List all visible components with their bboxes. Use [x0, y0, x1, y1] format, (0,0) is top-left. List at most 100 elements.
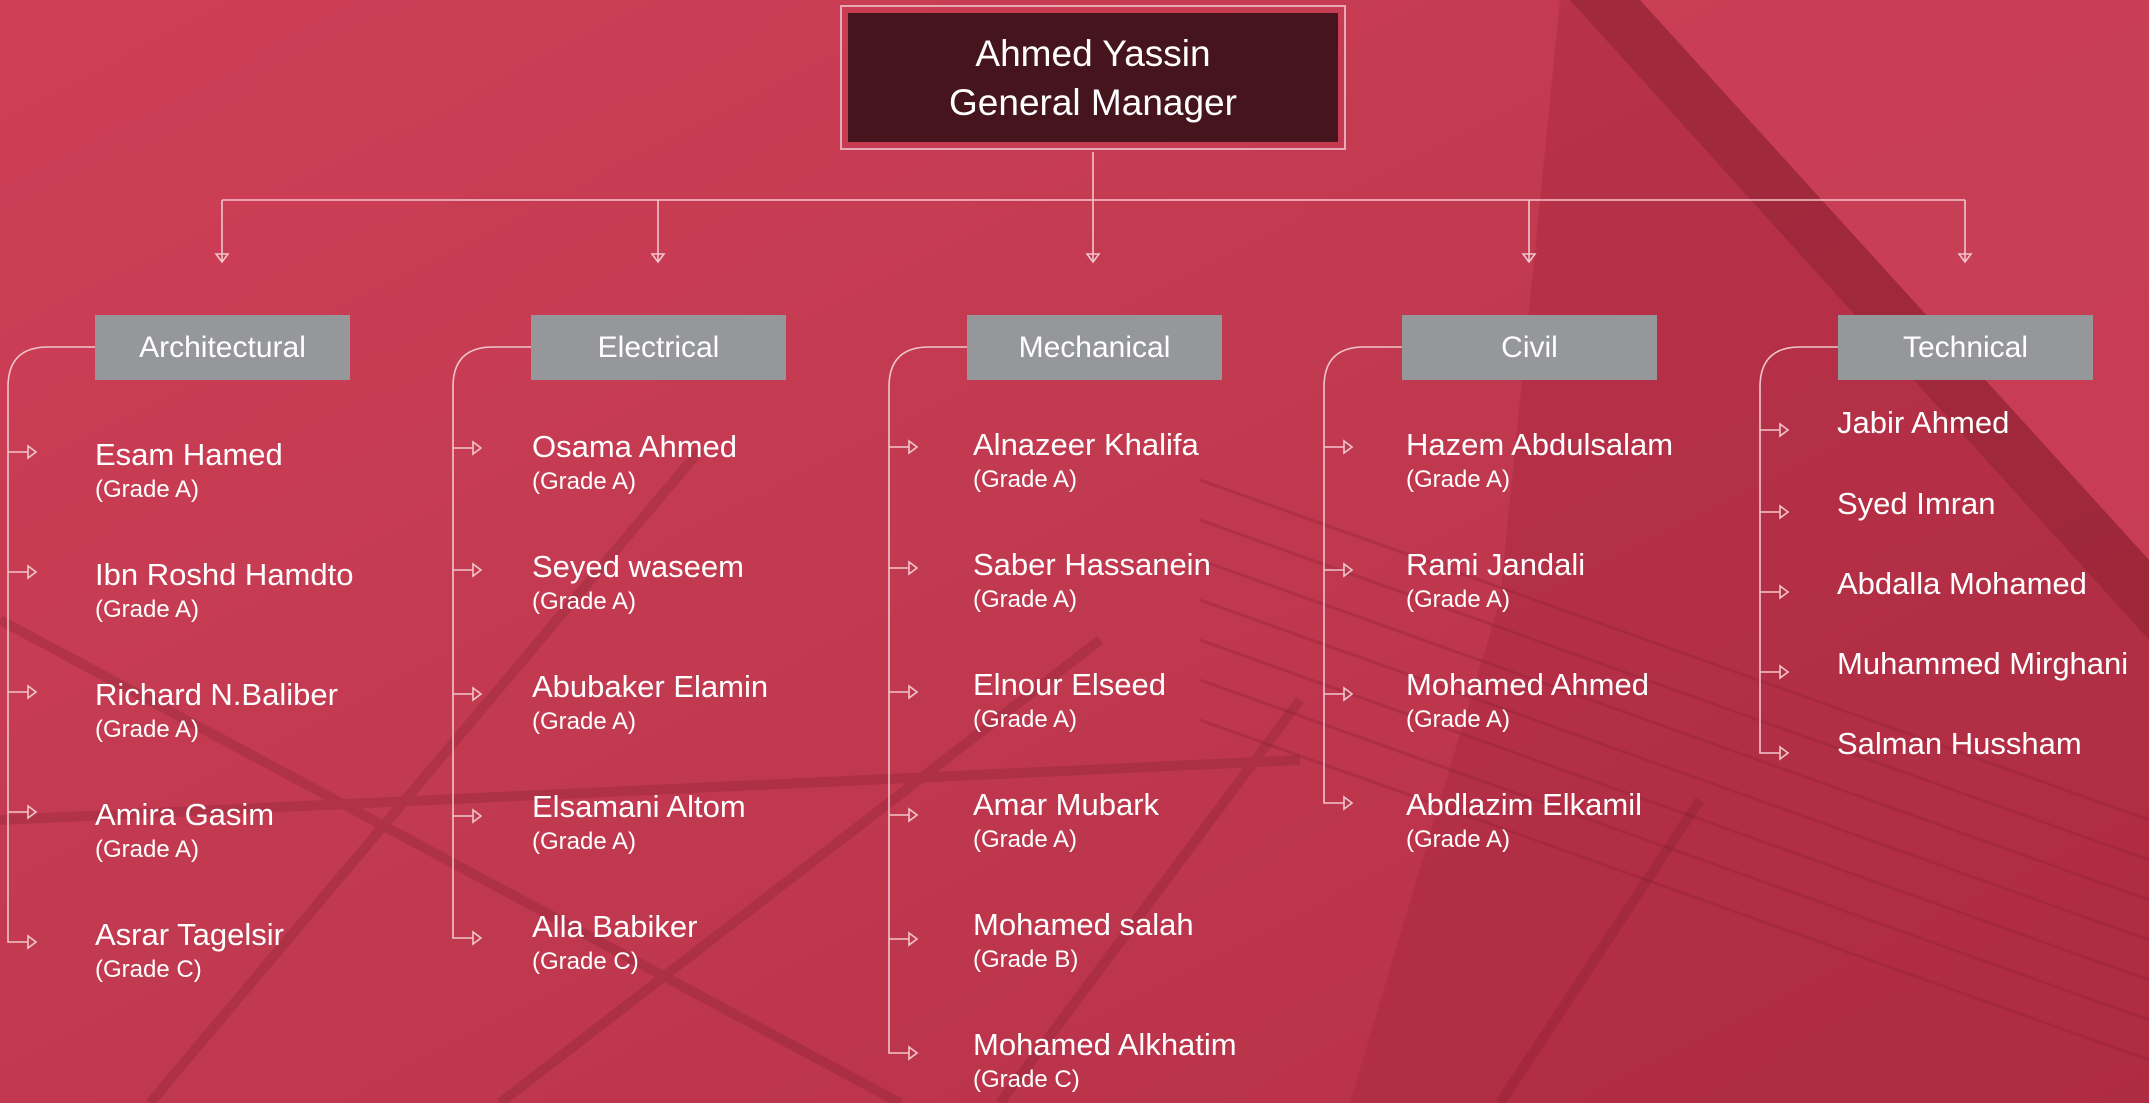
member-arrow-3-2: [908, 560, 919, 576]
member-name: Mohamed salah: [973, 907, 1194, 942]
member-name: Saber Hassanein: [973, 547, 1211, 582]
member-name: Esam Hamed: [95, 437, 283, 472]
member-name: Jabir Ahmed: [1837, 405, 2010, 440]
member-architectural-4: Amira Gasim (Grade A): [95, 796, 274, 866]
member-arrow-3-1: [908, 439, 919, 455]
member-grade: (Grade A): [1406, 586, 1511, 613]
member-name: Seyed waseem: [532, 549, 744, 584]
member-name: Abdalla Mohamed: [1837, 566, 2087, 601]
member-arrow-2-5: [472, 930, 483, 946]
member-grade: (Grade C): [973, 1066, 1080, 1093]
member-grade: (Grade A): [1406, 466, 1511, 493]
member-technical-3: Abdalla Mohamed: [1837, 565, 2087, 603]
member-arrow-3-3: [908, 684, 919, 700]
manager-name: Ahmed Yassin: [975, 32, 1211, 74]
drop-arrow-1: [214, 253, 230, 264]
member-grade: (Grade A): [95, 596, 200, 623]
member-grade: (Grade B): [973, 946, 1079, 973]
member-arrow-2-2: [472, 562, 483, 578]
member-electrical-3: Abubaker Elamin (Grade A): [532, 668, 768, 738]
member-arrow-5-3: [1779, 584, 1790, 600]
member-grade: (Grade A): [532, 828, 637, 855]
member-grade: (Grade A): [95, 716, 200, 743]
member-electrical-1: Osama Ahmed (Grade A): [532, 428, 737, 498]
member-grade: (Grade A): [532, 468, 637, 495]
member-grade: (Grade A): [973, 826, 1078, 853]
member-name: Amar Mubark: [973, 787, 1160, 822]
branch-line-1: [7, 346, 95, 943]
member-name: Alla Babiker: [532, 909, 698, 944]
dept-civil: Civil: [1402, 315, 1657, 380]
branch-line-2: [452, 346, 531, 939]
member-arrow-3-6: [908, 1045, 919, 1061]
manager-title: General Manager: [949, 81, 1237, 123]
member-name: Salman Hussham: [1837, 726, 2082, 761]
member-arrow-5-5: [1779, 745, 1790, 761]
branch-line-3: [888, 346, 967, 1054]
branch-line-4: [1323, 346, 1402, 804]
member-name: Alnazeer Khalifa: [973, 427, 1199, 462]
member-grade: (Grade A): [1406, 826, 1511, 853]
member-technical-2: Syed Imran: [1837, 485, 1996, 523]
member-name: Hazem Abdulsalam: [1406, 427, 1674, 462]
member-grade: (Grade A): [973, 586, 1078, 613]
member-arrow-2-3: [472, 686, 483, 702]
member-technical-1: Jabir Ahmed: [1837, 404, 2009, 442]
member-mechanical-1: Alnazeer Khalifa (Grade A): [973, 426, 1199, 496]
member-grade: (Grade A): [532, 708, 637, 735]
member-arrow-1-3: [27, 684, 38, 700]
member-architectural-2: Ibn Roshd Hamdto (Grade A): [95, 556, 353, 626]
member-grade: (Grade A): [532, 588, 637, 615]
member-name: Syed Imran: [1837, 486, 1996, 521]
general-manager-box: Ahmed Yassin General Manager: [840, 5, 1346, 150]
drop-arrow-5: [1957, 253, 1973, 264]
member-name: Ibn Roshd Hamdto: [95, 557, 354, 592]
member-arrow-4-1: [1343, 439, 1354, 455]
member-name: Abubaker Elamin: [532, 669, 769, 704]
member-arrow-3-5: [908, 931, 919, 947]
member-arrow-2-1: [472, 440, 483, 456]
member-arrow-1-5: [27, 934, 38, 950]
member-mechanical-6: Mohamed Alkhatim (Grade C): [973, 1026, 1237, 1096]
member-arrow-4-3: [1343, 686, 1354, 702]
member-arrow-4-2: [1343, 562, 1354, 578]
member-electrical-2: Seyed waseem (Grade A): [532, 548, 744, 618]
dept-mechanical: Mechanical: [967, 315, 1222, 380]
member-mechanical-5: Mohamed salah (Grade B): [973, 906, 1194, 976]
member-arrow-1-1: [27, 444, 38, 460]
member-arrow-5-4: [1779, 664, 1790, 680]
member-mechanical-3: Elnour Elseed (Grade A): [973, 666, 1166, 736]
member-name: Rami Jandali: [1406, 547, 1586, 582]
member-grade: (Grade A): [973, 706, 1078, 733]
member-arrow-1-4: [27, 804, 38, 820]
member-mechanical-4: Amar Mubark (Grade A): [973, 786, 1159, 856]
member-name: Mohamed Alkhatim: [973, 1027, 1237, 1062]
member-electrical-4: Elsamani Altom (Grade A): [532, 788, 746, 858]
drop-arrow-3: [1085, 253, 1101, 264]
member-civil-3: Mohamed Ahmed (Grade A): [1406, 666, 1649, 736]
drop-arrow-4: [1521, 253, 1537, 264]
member-grade: (Grade C): [95, 956, 202, 983]
dept-technical: Technical: [1838, 315, 2093, 380]
member-grade: (Grade A): [973, 466, 1078, 493]
member-name: Muhammed Mirghani: [1837, 646, 2129, 681]
member-civil-2: Rami Jandali (Grade A): [1406, 546, 1585, 616]
dept-architectural: Architectural: [95, 315, 350, 380]
member-grade: (Grade A): [1406, 706, 1511, 733]
general-manager-inner: Ahmed Yassin General Manager: [848, 13, 1338, 142]
member-grade: (Grade A): [95, 836, 200, 863]
branch-line-5: [1759, 346, 1838, 754]
member-arrow-2-4: [472, 808, 483, 824]
member-name: Richard N.Baliber: [95, 677, 338, 712]
member-grade: (Grade A): [95, 476, 200, 503]
member-name: Osama Ahmed: [532, 429, 738, 464]
member-mechanical-2: Saber Hassanein (Grade A): [973, 546, 1211, 616]
drop-arrow-2: [650, 253, 666, 264]
member-technical-4: Muhammed Mirghani: [1837, 645, 2128, 683]
member-name: Amira Gasim: [95, 797, 275, 832]
member-name: Elsamani Altom: [532, 789, 746, 824]
member-grade: (Grade C): [532, 948, 639, 975]
member-architectural-1: Esam Hamed (Grade A): [95, 436, 283, 506]
